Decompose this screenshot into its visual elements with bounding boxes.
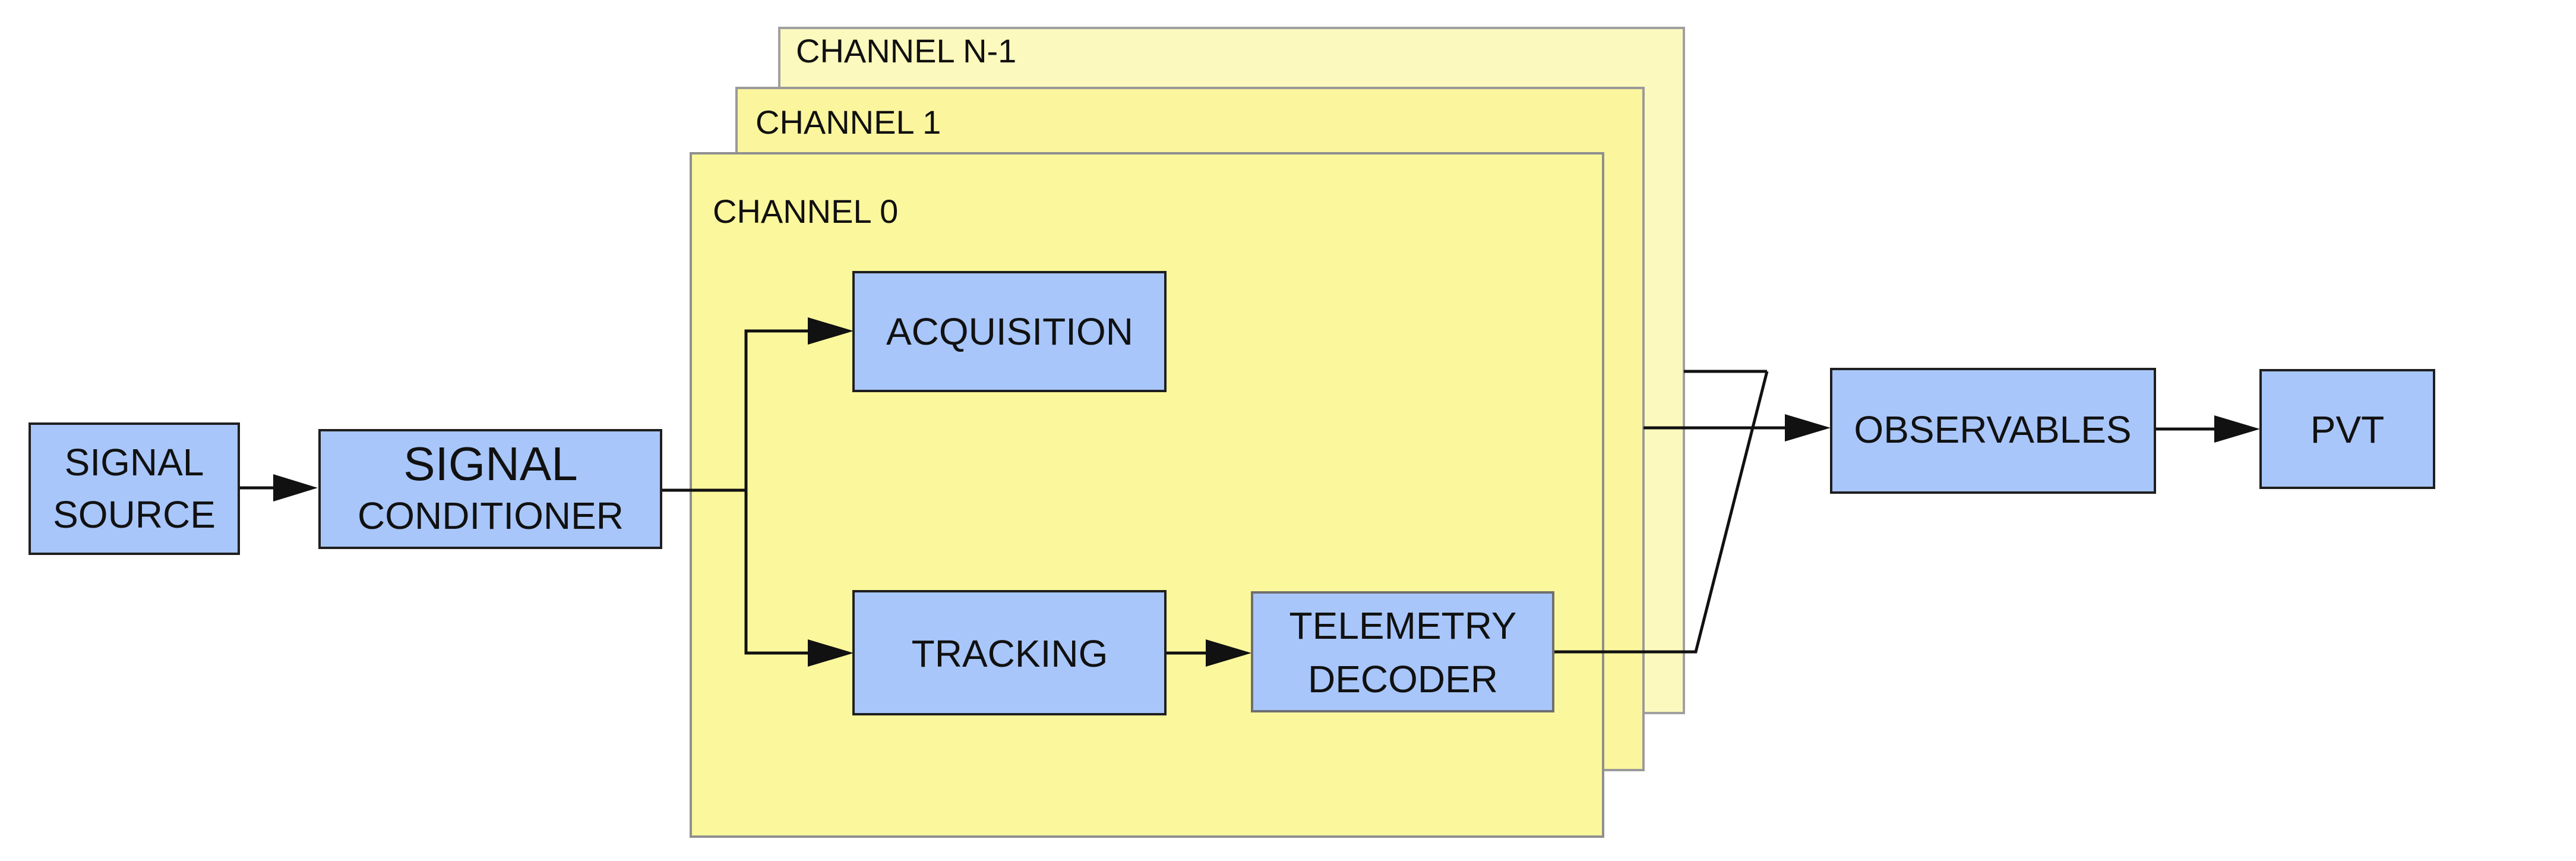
arrowhead-to-tracking — [808, 639, 854, 667]
signal-conditioner-label-line2: CONDITIONER — [358, 494, 624, 537]
tracking-block: TRACKING — [852, 590, 1167, 715]
channel-0-label: CHANNEL 0 — [713, 193, 898, 230]
channel-n-1-label: CHANNEL N-1 — [796, 32, 1016, 70]
signal-source-label-line1: SIGNAL — [65, 441, 204, 484]
wire-split-to-tracking — [744, 490, 813, 655]
signal-source-block: SIGNAL SOURCE — [29, 422, 240, 555]
telemetry-decoder-block: TELEMETRY DECODER — [1251, 591, 1554, 712]
telemetry-decoder-label-line1: TELEMETRY — [1289, 604, 1517, 647]
arrowheads — [273, 317, 2260, 667]
arrowhead-to-observables — [1785, 414, 1831, 441]
acquisition-label: ACQUISITION — [886, 310, 1133, 353]
pvt-label: PVT — [2311, 408, 2384, 451]
channel-0-panel: CHANNEL 0 — [690, 152, 1604, 838]
signal-conditioner-label-line1: SIGNAL — [403, 437, 577, 490]
observables-block: OBSERVABLES — [1830, 368, 2156, 494]
wire-telemetry-to-observables — [1553, 371, 1769, 654]
arrowhead-to-conditioner — [273, 474, 318, 502]
signal-source-label-line2: SOURCE — [53, 493, 216, 536]
telemetry-decoder-label-line2: DECODER — [1308, 658, 1498, 701]
signal-conditioner-block: SIGNAL CONDITIONER — [318, 429, 662, 549]
connector-lines — [239, 329, 2218, 655]
channel-1-label: CHANNEL 1 — [756, 103, 941, 141]
acquisition-block: ACQUISITION — [852, 271, 1167, 392]
wire-split-to-acquisition — [744, 329, 813, 490]
arrowhead-to-acquisition — [808, 317, 854, 345]
observables-label: OBSERVABLES — [1854, 408, 2131, 451]
pvt-block: PVT — [2259, 369, 2435, 489]
arrowhead-to-pvt — [2214, 415, 2260, 443]
tracking-label: TRACKING — [912, 632, 1108, 675]
arrowhead-to-telemetry — [1206, 639, 1251, 667]
